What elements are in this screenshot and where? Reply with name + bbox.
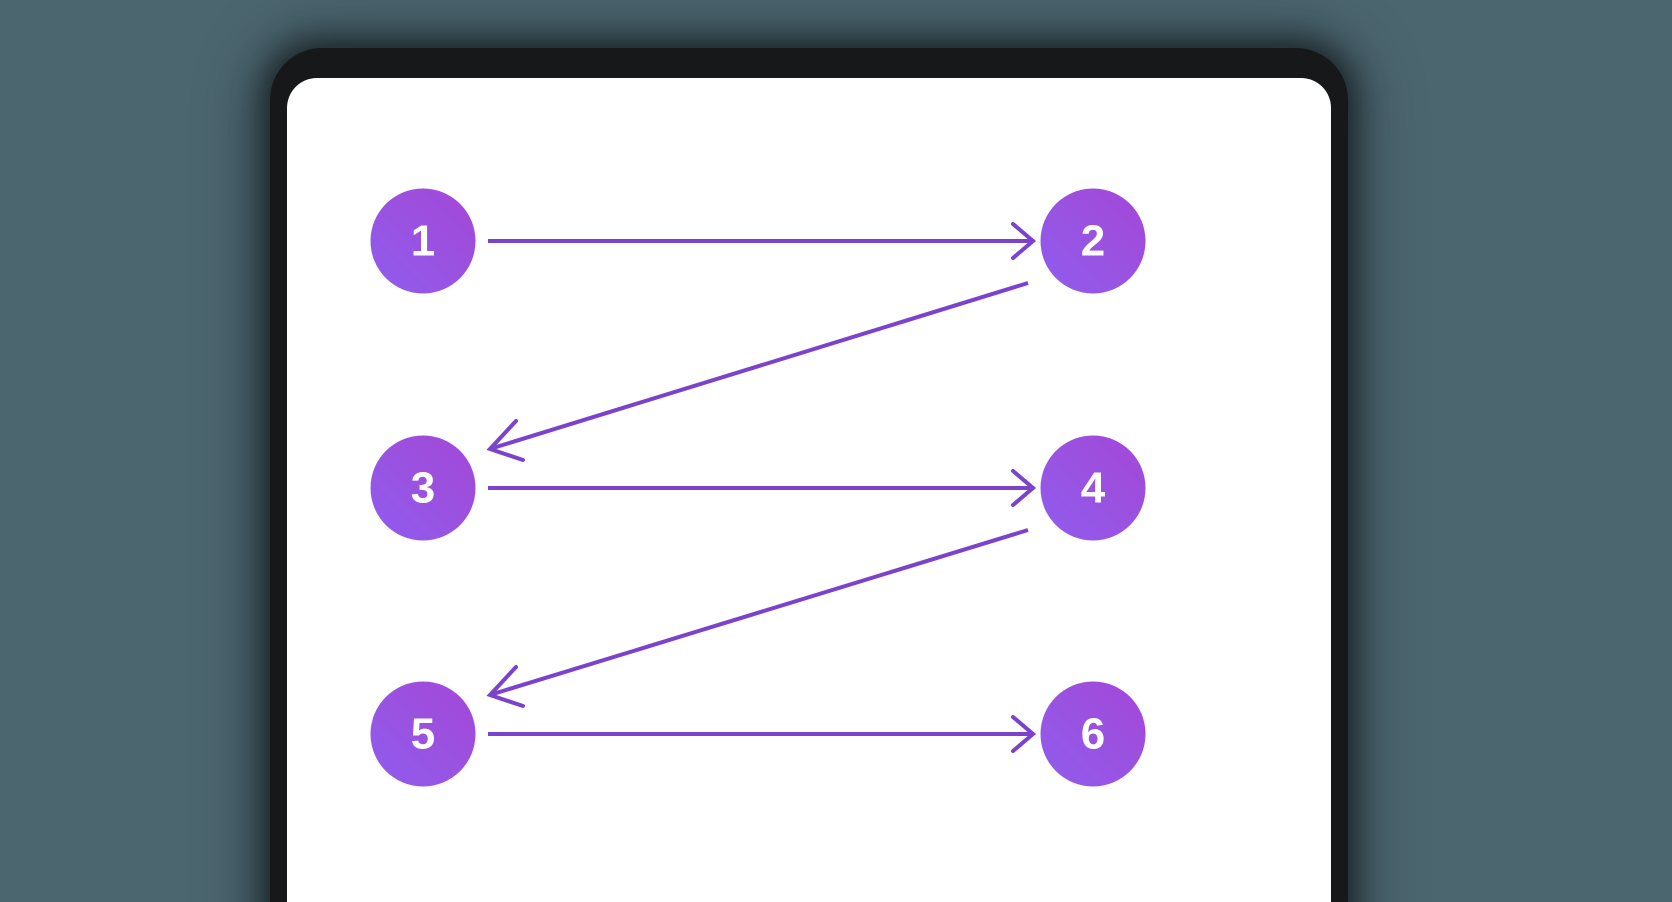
node-1[interactable]: 1	[370, 188, 476, 294]
node-label: 2	[1081, 217, 1105, 266]
edge-2-to-3	[486, 281, 1029, 462]
edge-4-to-5	[486, 528, 1029, 708]
node-label: 3	[411, 464, 435, 513]
node-4[interactable]: 4	[1040, 435, 1146, 541]
arrowhead-icon	[486, 419, 525, 462]
edge-1-to-2	[488, 222, 1037, 260]
edge-line	[492, 281, 1029, 450]
flow-diagram: 1 2 3 4 5	[370, 188, 1146, 787]
edge-line	[492, 528, 1029, 696]
arrowhead-icon	[1011, 222, 1037, 260]
node-6[interactable]: 6	[1040, 681, 1146, 787]
node-circle[interactable]	[1040, 435, 1146, 541]
edge-5-to-6	[488, 715, 1037, 753]
node-5[interactable]: 5	[370, 681, 476, 787]
node-label: 6	[1081, 710, 1105, 759]
node-label: 5	[411, 710, 435, 759]
node-2[interactable]: 2	[1040, 188, 1146, 294]
node-circle[interactable]	[370, 681, 476, 787]
edge-3-to-4	[488, 469, 1037, 507]
device-screen: 1 2 3 4 5	[287, 78, 1331, 902]
node-circle[interactable]	[370, 188, 476, 294]
node-circle[interactable]	[1040, 681, 1146, 787]
device-frame-bezel: 1 2 3 4 5	[270, 48, 1348, 902]
arrowhead-icon	[486, 665, 525, 708]
node-label: 1	[411, 217, 435, 266]
arrowhead-icon	[1011, 469, 1037, 507]
node-circle[interactable]	[1040, 188, 1146, 294]
arrowhead-icon	[1011, 715, 1037, 753]
node-circle[interactable]	[370, 435, 476, 541]
node-3[interactable]: 3	[370, 435, 476, 541]
node-label: 4	[1081, 464, 1106, 513]
